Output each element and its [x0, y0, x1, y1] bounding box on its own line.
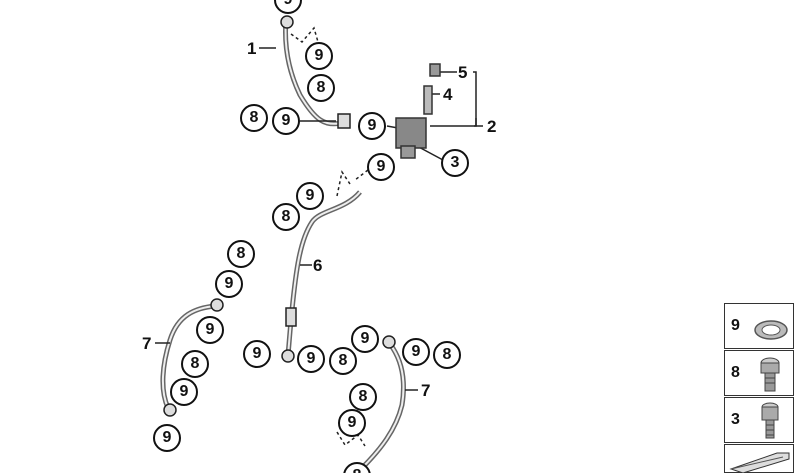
part-label-7: 7 — [142, 334, 152, 353]
legend-number: 8 — [731, 364, 740, 381]
callout-9: 9 — [196, 316, 224, 344]
callout-8: 8 — [181, 350, 209, 378]
connector-block — [395, 117, 427, 149]
callout-9: 9 — [297, 345, 325, 373]
callout-3: 3 — [441, 149, 469, 177]
legend-number: 3 — [731, 411, 740, 428]
callout-8: 8 — [433, 341, 461, 369]
part-label-5: 5 — [458, 63, 468, 82]
callout-9: 9 — [402, 338, 430, 366]
sealing-ring-icon — [754, 320, 788, 340]
callout-9: 9 — [338, 409, 366, 437]
legend-item-banjo-bolt: 8 — [724, 350, 794, 396]
callout-9: 9 — [351, 325, 379, 353]
callout-9: 9 — [170, 378, 198, 406]
callout-9: 9 — [305, 42, 333, 70]
part-label-1: 1 — [247, 39, 257, 58]
brake-hose-1 — [283, 19, 346, 127]
callout-8: 8 — [240, 104, 268, 132]
callout-8: 8 — [349, 383, 377, 411]
part-label-4: 4 — [443, 85, 453, 104]
callout-8: 8 — [307, 74, 335, 102]
part-label-7: 7 — [421, 381, 431, 400]
callout-8: 8 — [329, 347, 357, 375]
callout-9: 9 — [215, 270, 243, 298]
legend-item-sealing-ring: 9 — [724, 303, 794, 349]
callout-9: 9 — [153, 424, 181, 452]
callout-9: 9 — [243, 340, 271, 368]
diagram-reference-icon — [729, 452, 790, 473]
legend-number: 9 — [731, 317, 740, 334]
callout-9: 9 — [358, 112, 386, 140]
legend-item-cylinder-screw: 3 — [724, 397, 794, 443]
part-label-6: 6 — [313, 256, 323, 275]
callout-9: 9 — [367, 153, 395, 181]
cylinder-screw-icon — [761, 402, 779, 439]
legend-item-diagram-reference — [724, 444, 794, 473]
callout-8: 8 — [227, 240, 255, 268]
callout-9: 9 — [272, 107, 300, 135]
callout-8: 8 — [272, 203, 300, 231]
banjo-bolt-icon — [760, 357, 780, 392]
part-label-2: 2 — [487, 117, 497, 136]
callout-9: 9 — [296, 182, 324, 210]
